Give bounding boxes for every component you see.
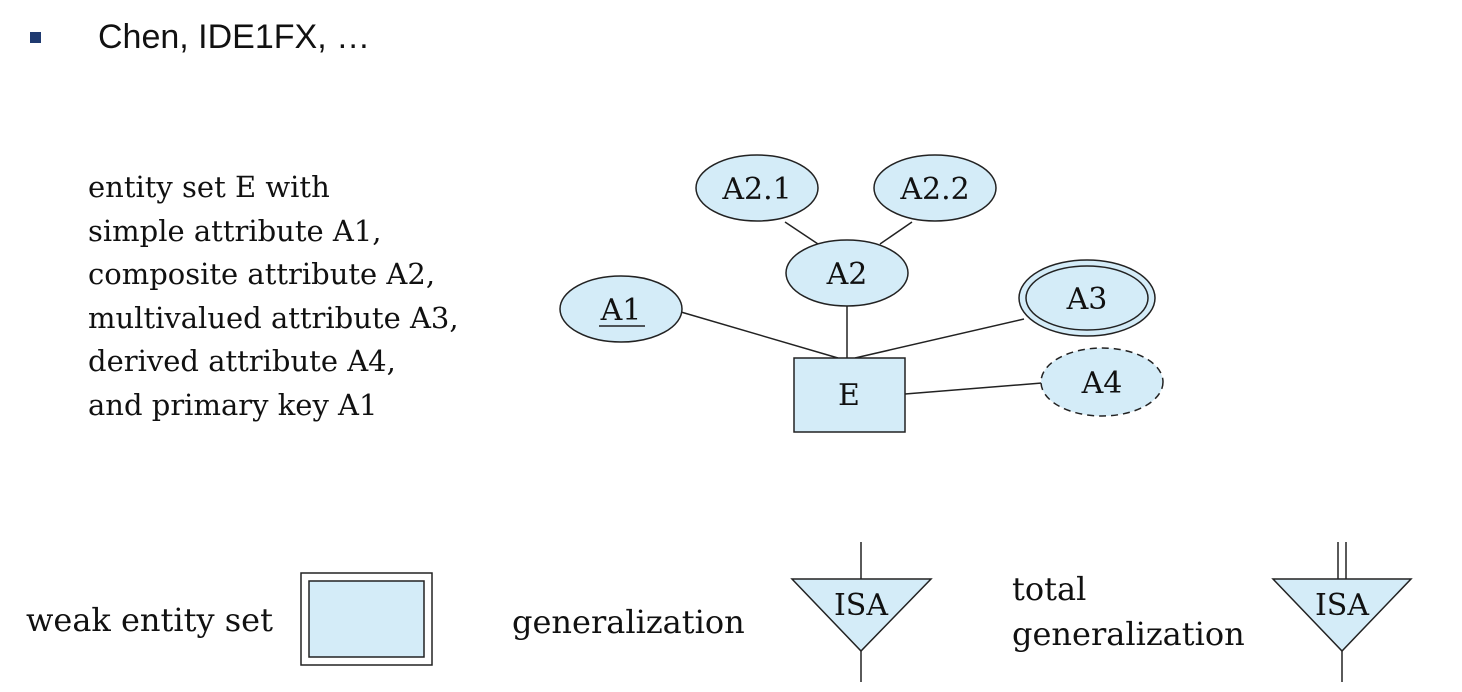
attribute-a21: A2.1 (695, 154, 819, 222)
entity-description: entity set E with simple attribute A1, c… (88, 166, 459, 428)
weak-entity-set-label: weak entity set (26, 601, 273, 639)
description-line: multivalued attribute A3, (88, 300, 459, 335)
attribute-a1-key: A1 (559, 275, 683, 343)
attribute-a3-multivalued: A3 (1018, 259, 1156, 337)
description-line: composite attribute A2, (88, 257, 436, 292)
connector-a22-a2 (879, 221, 913, 245)
total-isa-label: ISA (1315, 588, 1369, 623)
attribute-a22-label: A2.2 (899, 172, 969, 207)
connector-a1-e (680, 311, 839, 359)
connector-a4-e (904, 382, 1043, 395)
generalization-isa-label: ISA (834, 588, 888, 623)
generalization-label: generalization (512, 603, 745, 641)
description-line: derived attribute A4, (88, 344, 396, 379)
attribute-a2: A2 (785, 239, 909, 307)
connector-a3-e (854, 318, 1025, 359)
generalization-symbol: ISA (790, 542, 933, 682)
connector-a21-a2 (784, 221, 819, 245)
attribute-a2-label: A2 (826, 257, 868, 292)
bullet-marker (30, 32, 41, 43)
attribute-a1-label: A1 (600, 293, 642, 328)
bullet-text: Chen, IDE1FX, … (98, 18, 371, 56)
attribute-a4-derived: A4 (1040, 347, 1164, 417)
description-line: entity set E with (88, 170, 330, 204)
entity-e-label: E (838, 378, 860, 413)
total-generalization-label-line1: total (1012, 570, 1087, 608)
entity-e: E (793, 357, 906, 433)
description-line: simple attribute A1, (88, 213, 382, 248)
attribute-a4-label: A4 (1081, 366, 1123, 401)
total-generalization-symbol: ISA (1271, 542, 1413, 682)
attribute-a3-label: A3 (1066, 282, 1108, 317)
description-line: and primary key A1 (88, 387, 378, 422)
weak-entity-set-symbol (300, 572, 433, 666)
attribute-a22: A2.2 (873, 154, 997, 222)
total-generalization-label-line2: generalization (1012, 615, 1245, 653)
attribute-a21-label: A2.1 (721, 172, 791, 207)
